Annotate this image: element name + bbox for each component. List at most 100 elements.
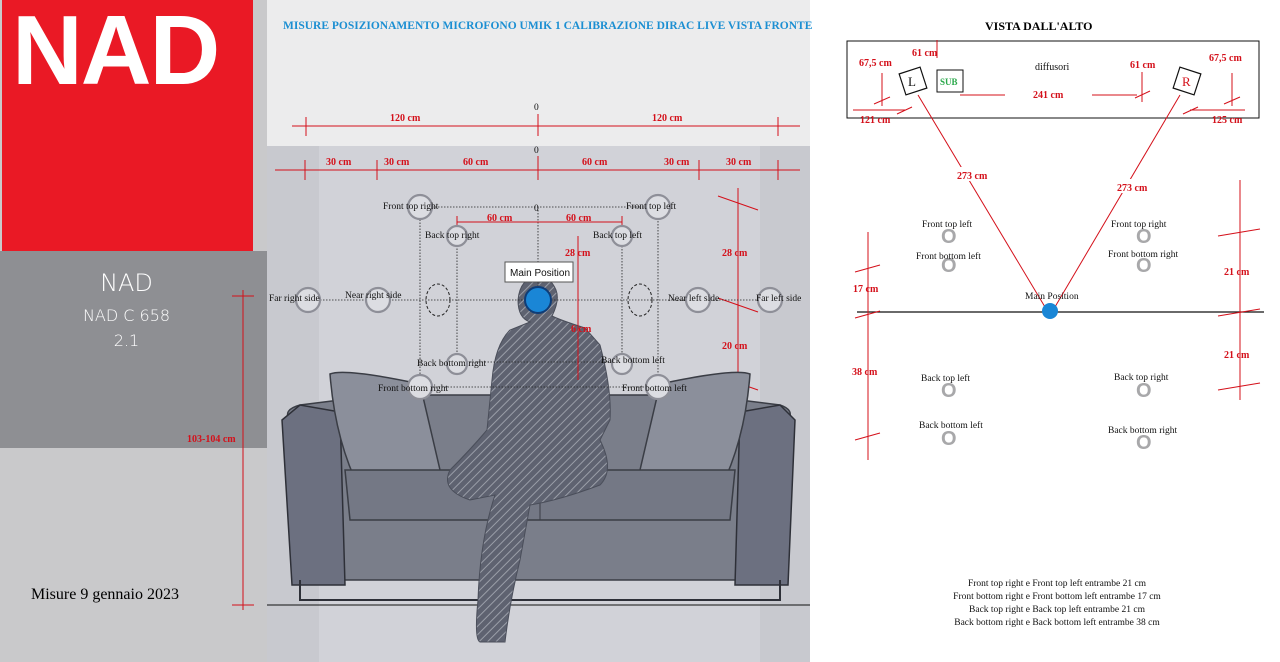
mic-main-position: [524, 286, 552, 314]
top-main-position-dot: [1042, 303, 1058, 319]
subwoofer-label: SUB: [940, 77, 958, 87]
dim-30-a: 30 cm: [326, 157, 352, 168]
label-back-top-right: Back top right: [425, 231, 480, 241]
mic-back-top-left: [610, 224, 634, 248]
nad-logo: NAD: [2, 0, 253, 251]
dim-60-inner-left: 60 cm: [487, 213, 513, 224]
note-4: Back bottom right e Back bottom left ent…: [954, 617, 1160, 628]
label-near-left: Near left side: [668, 293, 719, 304]
mic-front-bottom-left: [644, 373, 672, 401]
marker-back-bottom-right: O: [1136, 432, 1152, 454]
speaker-wall: [846, 40, 1260, 119]
front-view-title: MISURE POSIZIONAMENTO MICROFONO UMIK 1 C…: [283, 20, 813, 32]
marker-front-top-right: O: [1136, 226, 1152, 248]
mic-front-bottom-right: [406, 373, 434, 401]
dim-left-wall: 67,5 cm: [859, 58, 892, 69]
dim-30-b: 30 cm: [384, 157, 410, 168]
svg-text:L: L: [908, 74, 916, 89]
label-back-bottom-right: Back bottom right: [417, 359, 486, 369]
top-label-back-top-right: Back top right: [1114, 373, 1169, 383]
label-far-right: Far right side: [269, 294, 320, 304]
top-left-vertical-dims: [854, 180, 1261, 460]
label-front-bottom-left: Front bottom left: [622, 383, 687, 394]
marker-back-top-left: O: [941, 380, 957, 402]
person-silhouette: [447, 275, 611, 643]
dim-right-61: 61 cm: [1130, 60, 1156, 71]
speakers-label: diffusori: [1035, 62, 1069, 73]
label-front-top-left: Front top left: [626, 201, 676, 212]
speaker-left: L: [898, 66, 928, 96]
sofa: [281, 371, 796, 601]
dim-120-right: 120 cm: [652, 113, 683, 124]
model-name: NAD C 658: [82, 306, 171, 325]
marker-back-bottom-left: O: [941, 428, 957, 450]
mic-far-right: [294, 286, 322, 314]
dim-between: 241 cm: [1033, 90, 1064, 101]
dim-17-left: 17 cm: [853, 284, 879, 295]
dim-30-c: 30 cm: [664, 157, 690, 168]
marker-front-bottom-left: O: [941, 255, 957, 277]
mic-front-top-right: [406, 193, 434, 221]
svg-text:R: R: [1182, 74, 1191, 89]
mic-positions-front: [294, 193, 784, 401]
speaker-config: 2.1: [113, 331, 140, 350]
dim-right-wall: 67,5 cm: [1209, 53, 1242, 64]
notes: Front top right e Front top left entramb…: [953, 578, 1161, 628]
label-front-bottom-right: Front bottom right: [378, 384, 449, 394]
height-label: 103-104 cm: [187, 434, 236, 445]
mic-markers-top: O O O O O O O O: [941, 226, 1152, 454]
top-label-back-bottom-right: Back bottom right: [1108, 426, 1177, 436]
top-view-title: VISTA DALL'ALTO: [985, 19, 1093, 33]
label-near-right: Near right side: [345, 291, 401, 301]
note-1: Front top right e Front top left entramb…: [968, 578, 1147, 589]
mic-near-left: [684, 286, 712, 314]
top-dimension-row: [275, 114, 800, 180]
dim-120-left: 120 cm: [390, 113, 421, 124]
marker-back-top-right: O: [1136, 380, 1152, 402]
top-label-back-top-left: Back top left: [921, 373, 970, 384]
top-label-front-bottom-right: Front bottom right: [1108, 250, 1179, 260]
dim-6-inner: 6 cm: [571, 324, 592, 335]
note-3: Back top right e Back top left entrambe …: [969, 604, 1146, 615]
label-back-top-left: Back top left: [593, 230, 642, 241]
top-view-dims: [853, 40, 1245, 313]
top-label-main: Main Position: [1025, 292, 1079, 302]
dim-60-inner-right: 60 cm: [566, 213, 592, 224]
speaker-right: R: [1172, 66, 1202, 96]
label-far-left: Far left side: [756, 293, 801, 304]
zero-inner: 0: [534, 204, 539, 214]
height-dimension: [232, 290, 254, 610]
dim-28-right: 28 cm: [722, 248, 748, 259]
top-label-front-top-left: Front top left: [922, 219, 972, 230]
mic-back-bottom-left: [610, 352, 634, 376]
marker-front-bottom-right: O: [1136, 255, 1152, 277]
dim-left-diag: 273 cm: [957, 171, 988, 182]
zero-top: 0: [534, 103, 539, 113]
mic-front-top-left: [644, 193, 672, 221]
dim-38-left: 38 cm: [852, 367, 878, 378]
ear-marks: [425, 283, 653, 317]
mic-far-left: [756, 286, 784, 314]
dim-60-a: 60 cm: [463, 157, 489, 168]
mic-back-top-right: [445, 224, 469, 248]
top-label-front-top-right: Front top right: [1111, 220, 1167, 230]
brand-name: NAD: [100, 269, 153, 297]
measurement-date: Misure 9 gennaio 2023: [31, 586, 179, 603]
marker-front-top-left: O: [941, 226, 957, 248]
logo-text: NAD: [12, 0, 220, 105]
label-back-bottom-left: Back bottom left: [601, 355, 665, 366]
top-label-front-bottom-left: Front bottom left: [916, 251, 981, 262]
model-info-box: NAD NAD C 658 2.1: [0, 251, 267, 448]
dim-20-right: 20 cm: [722, 341, 748, 352]
dim-left-bottom: 121 cm: [860, 115, 891, 126]
label-front-top-right: Front top right: [383, 202, 439, 212]
dim-28-inner: 28 cm: [565, 248, 591, 259]
dim-left-61: 61 cm: [912, 48, 938, 59]
main-position-label: Main Position: [510, 268, 570, 279]
mic-back-bottom-right: [445, 352, 469, 376]
dim-right-diag: 273 cm: [1117, 183, 1148, 194]
dim-21-right-b: 21 cm: [1224, 350, 1250, 361]
dim-30-d: 30 cm: [726, 157, 752, 168]
zero-second: 0: [534, 146, 539, 156]
